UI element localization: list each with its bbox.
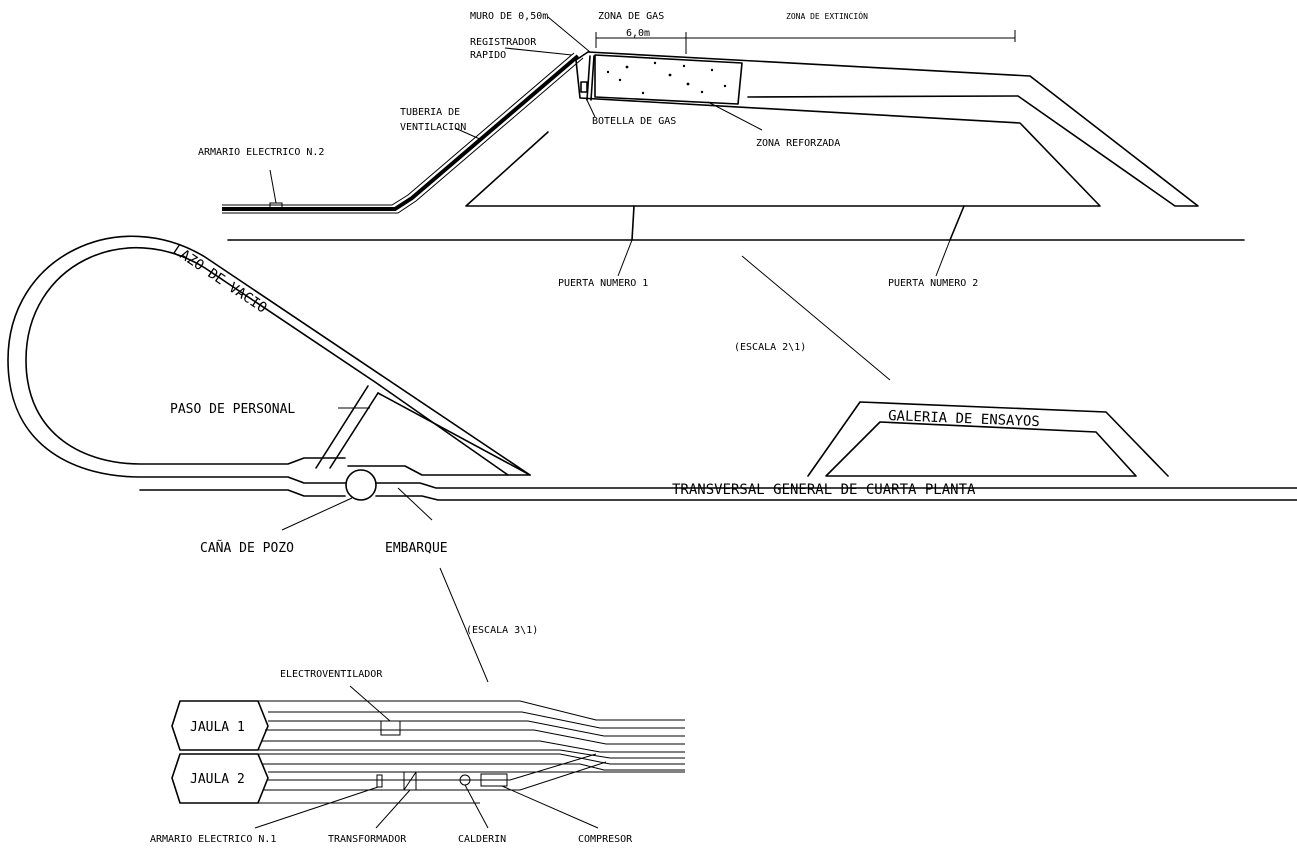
vacuum-loop-inner <box>25 246 509 476</box>
ventilation-pipe <box>222 54 580 211</box>
gas-gallery-section <box>222 16 1245 277</box>
plant-level-section <box>7 235 1297 683</box>
label-galeria: GALERIA DE ENSAYOS <box>888 408 1040 430</box>
label-escala-21: (ESCALA 2\1) <box>734 342 806 353</box>
test-gallery-inner <box>825 421 1137 477</box>
label-transformador: TRANSFORMADOR <box>328 834 407 845</box>
test-gallery-outer <box>807 401 1169 477</box>
vacuum-loop-outer <box>7 235 531 484</box>
label-puerta-2: PUERTA NUMERO 2 <box>888 278 978 289</box>
label-paso: PASO DE PERSONAL <box>170 402 295 417</box>
label-escala-31: (ESCALA 3\1) <box>466 625 538 636</box>
label-electroventilador: ELECTROVENTILADOR <box>280 669 383 680</box>
label-muro: MURO DE 0,50m <box>470 11 548 22</box>
scale-pointer-3 <box>439 567 489 683</box>
electrofan-icon <box>380 720 401 736</box>
label-rapido: RAPIDO <box>470 50 506 61</box>
gas-particles <box>606 61 727 95</box>
label-cana: CAÑA DE POZO <box>200 540 294 556</box>
personnel-passage <box>315 385 379 469</box>
label-calderin: CALDERIN <box>458 834 506 845</box>
label-registrador: REGISTRADOR <box>470 37 537 48</box>
label-compresor: COMPRESOR <box>578 834 633 845</box>
shaft-circle <box>345 469 377 501</box>
label-armario-1: ARMARIO ELECTRICO N.1 <box>150 834 276 845</box>
label-ventilacion: VENTILACION <box>400 122 466 133</box>
gallery-outline-upper <box>587 51 1199 207</box>
gas-zone-box <box>594 54 743 105</box>
transversal-upper <box>375 482 1297 489</box>
loading-station-section <box>171 685 685 829</box>
label-transversal: TRANSVERSAL GENERAL DE CUARTA PLANTA <box>672 482 976 498</box>
door-2 <box>949 205 965 241</box>
wall-050m <box>586 55 591 101</box>
track-lines <box>258 700 685 804</box>
scale-pointer-2 <box>741 255 891 381</box>
gas-bottle-icon <box>580 81 588 93</box>
door-1 <box>631 205 635 241</box>
label-zona-extincion: ZONA DE EXTINCIÓN <box>786 10 868 21</box>
label-zona-reforzada: ZONA REFORZADA <box>756 138 840 149</box>
label-puerta-1: PUERTA NUMERO 1 <box>558 278 648 289</box>
label-botella: BOTELLA DE GAS <box>592 116 676 127</box>
label-zona-gas: ZONA DE GAS <box>598 11 664 22</box>
label-armario-2: ARMARIO ELECTRICO N.2 <box>198 147 324 158</box>
label-dim-6: 6,0m <box>626 28 650 39</box>
label-lazo: LAZO DE VACIO <box>170 242 270 317</box>
compressor-icon <box>480 773 508 787</box>
label-jaula-1: JAULA 1 <box>190 720 245 735</box>
label-embarque: EMBARQUE <box>385 541 448 556</box>
label-jaula-2: JAULA 2 <box>190 772 245 787</box>
label-tuberia: TUBERIA DE <box>400 107 460 118</box>
